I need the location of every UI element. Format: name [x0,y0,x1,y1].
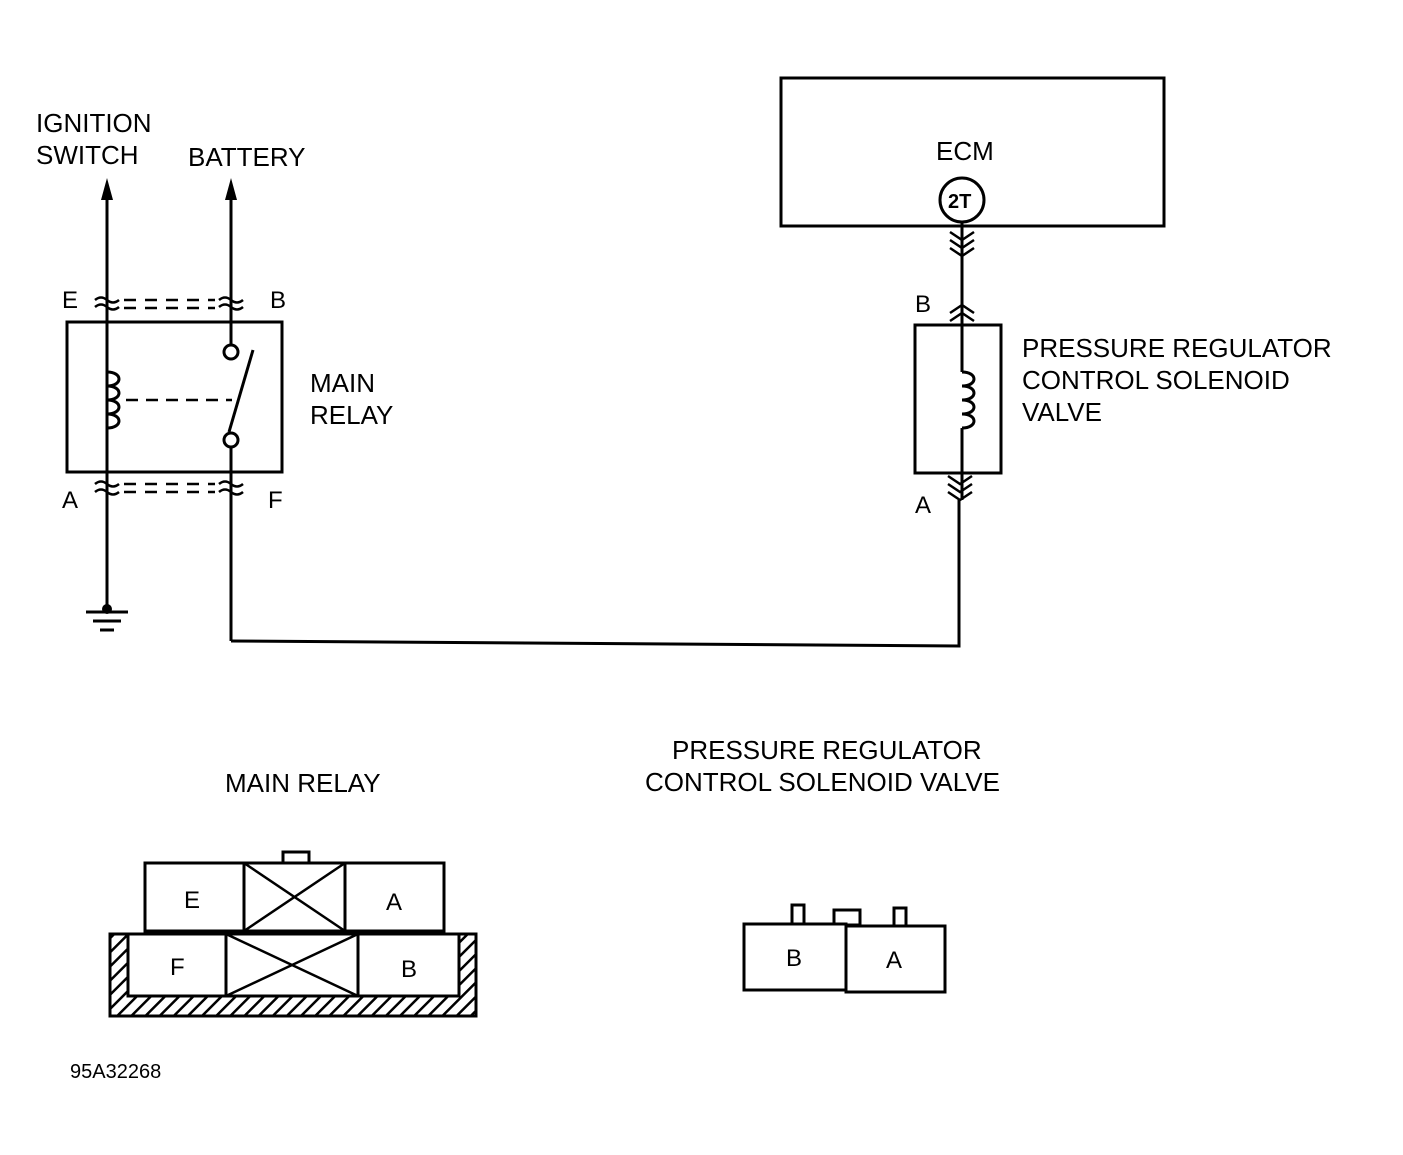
ecm-label: ECM [936,136,994,166]
main-relay-label-line1: MAIN [310,368,375,398]
relay-pin-b-label: B [270,287,286,314]
relay-pin-f-label: F [268,487,283,514]
relay-pin-e-label: E [62,287,78,314]
battery-label: BATTERY [188,142,306,172]
figure-id: 95A32268 [70,1061,161,1083]
relay-pin-a-label: A [62,487,78,514]
ignition-switch-label-line1: IGNITION [36,108,152,138]
relay-top-connector [94,296,244,311]
solenoid-label-line1: PRESSURE REGULATOR [1022,333,1332,363]
connector-pin-e: E [184,887,200,914]
solenoid-pin-b-label: B [915,291,931,318]
ecm-connector-mark [949,230,975,258]
connector-pin-b: B [401,956,417,983]
solenoid-connector-pin-a: A [886,947,902,974]
connector-pin-a: A [386,889,402,916]
battery-arrow [225,178,237,345]
solenoid-label-line3: VALVE [1022,397,1102,427]
solenoid-top-connector [949,303,975,323]
relay-coil-icon [106,370,121,430]
main-relay-label-line2: RELAY [310,400,393,430]
relay-to-solenoid-wire [230,500,961,648]
ignition-switch-label-line2: SWITCH [36,140,139,170]
solenoid-schematic-box [913,323,1003,475]
relay-contact-lower [222,431,240,449]
relay-switch-blade [227,349,255,433]
main-relay-schematic: E B A F [62,287,286,514]
main-relay-connector [108,850,478,1018]
solenoid-connector-title-line2: CONTROL SOLENOID VALVE [645,767,1000,797]
solenoid-coil-icon [961,370,976,430]
ignition-switch-arrow [101,178,113,606]
ecm-pin-label: 2T [948,191,971,213]
relay-contact-upper [222,343,240,361]
connector-pin-f: F [170,954,185,981]
solenoid-connector [742,903,947,994]
solenoid-label-line2: CONTROL SOLENOID [1022,365,1290,395]
solenoid-bottom-connector [947,474,973,502]
solenoid-pin-a-label: A [915,492,931,519]
solenoid-connector-title-line1: PRESSURE REGULATOR [672,735,982,765]
solenoid-connector-pin-b: B [786,945,802,972]
ground-icon [86,604,128,632]
main-relay-connector-title: MAIN RELAY [225,768,381,798]
relay-bottom-connector [94,480,244,496]
